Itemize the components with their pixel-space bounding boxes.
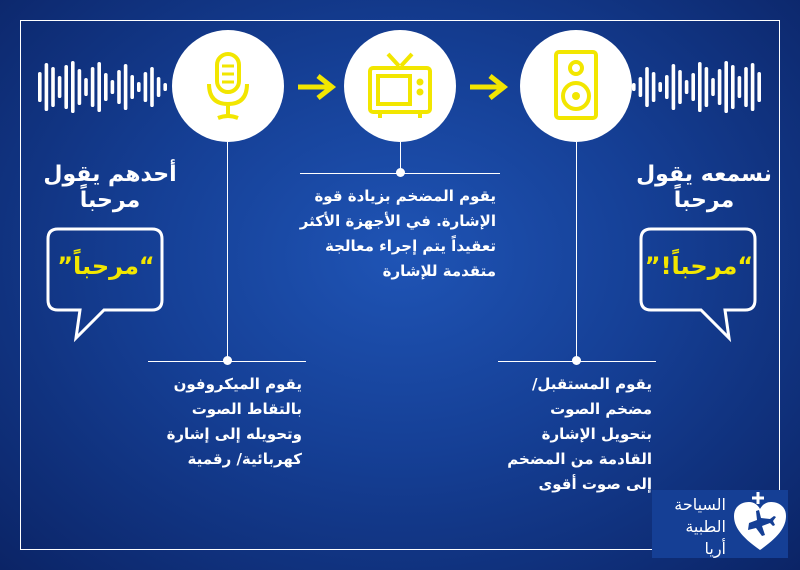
connector-line-tv [400,142,401,172]
logo-line2: الطبية [685,517,726,536]
wave-bar [671,64,676,110]
speaker-circle [520,30,632,142]
wave-bar [665,75,669,99]
wave-bar [711,78,715,96]
amplifier-description: يقوم المضخم بزيادة قوة الإشارة. في الأجه… [296,184,496,284]
tv-circle [344,30,456,142]
wave-bar [90,67,95,107]
connector-line-speaker [576,142,577,360]
wave-bar [678,70,682,104]
wave-bar [97,62,101,112]
speaker-desc-line: إلى صوت أقوى [538,475,652,493]
speaker-desc-line: بتحويل الإشارة [541,425,652,443]
wave-bar [77,69,82,105]
wave-bar [731,65,735,109]
wave-bar [645,67,649,107]
connector-underline-mic [148,361,306,362]
amplifier-desc-line: يقوم المضخم بزيادة قوة [314,187,496,205]
speech-bubble-icon [639,227,757,343]
left-heading-line1: أحدهم يقول [43,162,177,187]
wave-bar [57,76,62,98]
speaker-desc-line: القادمة من المضخم [507,450,652,468]
speaker-desc-line: مضخم الصوت [550,400,652,418]
wave-bar [64,65,68,109]
arrow-right-icon [470,74,509,100]
wave-bar [698,62,702,112]
logo-line3: أريا [704,539,727,558]
wave-bar [110,80,115,94]
right-heading-line1: نسمعه يقول [636,162,772,187]
wave-bar [156,77,161,97]
wave-bar [757,72,761,102]
wave-bar [137,82,141,92]
wave-bar [658,82,662,92]
microphone-desc-line: يقوم الميكروفون [173,375,302,393]
microphone-icon [207,52,249,120]
connector-line-mic [227,142,228,360]
left-bubble-text: “مرحباً” [57,252,155,280]
right-heading-line2: مرحباً [673,188,735,213]
wave-bar [638,77,643,97]
speaker-description: يقوم المستقبل/ مضخم الصوت بتحويل الإشارة… [490,372,652,497]
wave-bar [724,61,728,113]
wave-bar [632,83,636,91]
connector-underline-tv [300,173,500,174]
wave-bar [71,61,75,113]
wave-bar [691,73,695,101]
heart-airplane-logo-icon [734,492,786,550]
wave-bar [744,67,748,107]
wave-bar [104,73,108,101]
sound-wave-left [38,61,167,113]
microphone-desc-line: وتحويله إلى إشارة [166,425,302,443]
wave-bar [717,69,722,105]
wave-bar [123,64,128,110]
connector-dot [572,356,581,365]
arrow-right-icon [298,74,337,100]
left-heading-line2: مرحباً [79,188,141,213]
sound-wave-right [632,61,761,113]
tv-icon [368,52,432,118]
wave-bar [684,80,689,94]
speaker-icon [554,50,598,120]
connector-dot [223,356,232,365]
wave-bar [44,63,49,111]
amplifier-desc-line: متقدمة للإشارة [382,262,496,280]
right-bubble-text: “مرحباً!” [644,252,754,280]
microphone-description: يقوم الميكروفون بالتقاط الصوت وتحويله إل… [140,372,302,472]
microphone-desc-line: بالتقاط الصوت [191,400,302,418]
microphone-desc-line: كهربائية/ رقمية [187,450,302,468]
wave-bar [143,72,148,102]
right-heading: نسمعه يقول مرحباً [624,162,784,214]
wave-bar [38,72,42,102]
wave-bar [163,83,167,91]
wave-bar [51,67,55,107]
wave-bar [651,72,656,102]
wave-bar [130,75,134,99]
left-heading: أحدهم يقول مرحباً [30,162,190,214]
logo-text: السياحة الطبية أريا [652,494,726,560]
wave-bar [150,67,154,107]
wave-bar [737,76,742,98]
wave-bar [704,67,709,107]
logo-line1: السياحة [674,495,726,514]
wave-bar [84,78,88,96]
microphone-circle [172,30,284,142]
diagram-frame [20,20,780,550]
connector-underline-speaker [498,361,656,362]
speaker-desc-line: يقوم المستقبل/ [531,375,652,393]
speech-bubble-icon [46,227,164,343]
amplifier-desc-line: الإشارة. في الأجهزة الأكثر [299,212,496,230]
wave-bar [750,63,755,111]
wave-bar [117,70,121,104]
logo: السياحة الطبية أريا [652,490,788,558]
connector-dot [396,168,405,177]
amplifier-desc-line: تعقيداً يتم إجراء معالجة [324,237,496,255]
